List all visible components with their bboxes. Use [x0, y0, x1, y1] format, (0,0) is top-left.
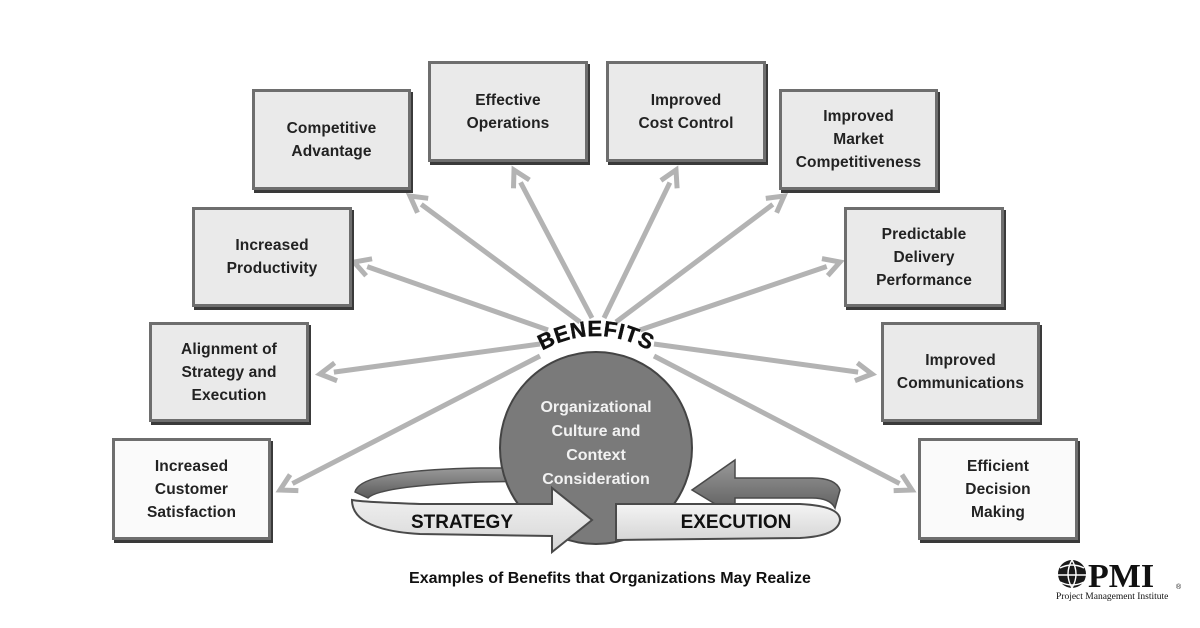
benefit-label: Competitive Advantage [286, 119, 377, 160]
figure-caption: Examples of Benefits that Organizations … [409, 570, 811, 587]
arrowhead-increased-productivity [349, 256, 373, 278]
arrow-shaft-improved-market-competitiveness [614, 202, 775, 324]
benefit-label: Efficient Decision Making [965, 457, 1031, 521]
benefit-box-competitive-advantage: Competitive Advantage [252, 89, 411, 190]
benefit-label: Increased Customer Satisfaction [146, 457, 237, 521]
arrowhead-predictable-delivery-performance [821, 256, 845, 278]
arrowhead-improved-market-competitiveness [765, 192, 789, 214]
circle-line-2: Culture and [552, 423, 641, 440]
benefit-box-improved-cost-control: Improved Cost Control [606, 61, 766, 162]
arrowhead-improved-cost-control [659, 165, 680, 189]
benefit-box-increased-customer-satisfaction: Increased Customer Satisfaction [112, 438, 271, 540]
pmi-logo: PMI ® [1058, 558, 1182, 595]
arrowhead-increased-customer-satisfaction [275, 473, 299, 494]
arrow-shaft-improved-cost-control [601, 181, 673, 320]
benefit-box-improved-market-competitiveness: Improved Market Competitiveness [779, 89, 938, 190]
benefit-box-efficient-decision-making: Efficient Decision Making [918, 438, 1078, 540]
benefit-box-alignment-of-strategy-and-execution: Alignment of Strategy and Execution [149, 322, 309, 422]
execution-return-arrow [690, 458, 841, 518]
benefits-label: BENEFITS [534, 316, 659, 355]
circle-line-4: Consideration [542, 471, 650, 488]
globe-icon [1058, 559, 1086, 589]
arrow-shaft-increased-customer-satisfaction [291, 353, 542, 486]
benefit-arrows [275, 165, 917, 494]
strategy-label: STRATEGY [411, 512, 513, 533]
arrow-shaft-effective-operations [518, 181, 595, 320]
strategy-band [350, 485, 594, 555]
benefit-box-effective-operations: Effective Operations [428, 61, 588, 162]
benefit-label: Improved Cost Control [638, 91, 734, 132]
arrowhead-alignment-of-strategy-and-execution [314, 360, 338, 384]
arrow-shaft-predictable-delivery-performance [639, 264, 828, 333]
registered-mark: ® [1176, 583, 1182, 591]
benefit-label: Improved Communications [896, 352, 1025, 392]
culture-circle [499, 351, 693, 545]
circle-line-1: Organizational [540, 399, 651, 416]
circle-line-3: Context [566, 447, 626, 464]
arrow-shaft-competitive-advantage [419, 202, 582, 325]
execution-label: EXECUTION [681, 512, 792, 533]
execution-band [615, 503, 842, 542]
pmi-subtitle: Project Management Institute [1056, 592, 1169, 602]
benefit-label: Improved Market Competitiveness [795, 108, 922, 171]
benefit-box-improved-communications: Improved Communications [881, 322, 1040, 422]
arrowhead-competitive-advantage [405, 192, 429, 214]
arrowhead-improved-communications [854, 360, 878, 384]
arrowhead-efficient-decision-making [893, 473, 917, 494]
arrow-shaft-alignment-of-strategy-and-execution [333, 341, 541, 375]
benefit-box-predictable-delivery-performance: Predictable Delivery Performance [844, 207, 1004, 307]
benefit-label: Effective Operations [466, 91, 550, 132]
benefit-label: Alignment of Strategy and Execution [181, 340, 277, 404]
arrow-shaft-improved-communications [653, 341, 859, 375]
benefit-label: Predictable Delivery Performance [876, 225, 972, 289]
arrow-shaft-efficient-decision-making [652, 353, 901, 486]
benefit-box-increased-productivity: Increased Productivity [192, 207, 352, 307]
arrowhead-effective-operations [510, 165, 531, 189]
pmi-wordmark: PMI [1088, 558, 1154, 595]
benefit-label: Increased Productivity [226, 237, 318, 277]
arrow-shaft-increased-productivity [366, 264, 549, 333]
